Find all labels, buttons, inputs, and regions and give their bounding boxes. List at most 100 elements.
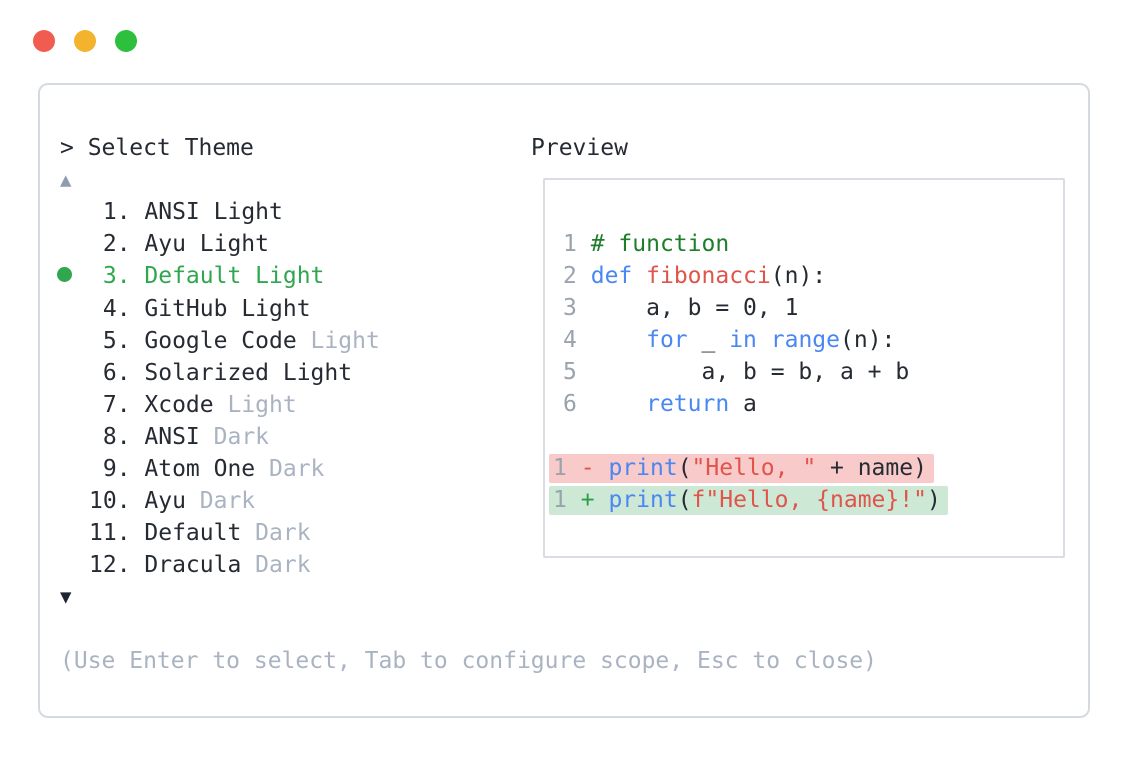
theme-item-variant: Dark — [241, 551, 311, 578]
code-token: ) — [926, 487, 941, 513]
code-token — [591, 391, 646, 417]
theme-item-variant: Dark — [241, 519, 311, 546]
code-token: f"Hello, {name}!" — [691, 487, 927, 513]
code-token: "Hello, " — [691, 455, 817, 481]
code-token: _ — [687, 327, 730, 353]
maximize-button[interactable] — [115, 30, 137, 52]
theme-item-name: Default — [130, 263, 242, 289]
code-token: + name) — [816, 455, 927, 481]
window-controls — [33, 30, 137, 52]
theme-item-number: 5. — [89, 327, 131, 354]
line-number: 5 — [563, 359, 577, 385]
code-line: 5 a, b = b, a + b — [563, 356, 1063, 388]
theme-item-name: Xcode — [130, 391, 214, 418]
code-token — [757, 327, 771, 353]
theme-item[interactable]: 12. Dracula Dark — [54, 549, 530, 581]
blank-line — [563, 420, 1063, 452]
theme-item-variant: Light — [185, 231, 270, 257]
preview-label: Preview — [531, 135, 628, 161]
theme-item[interactable]: 3. Default Light — [54, 260, 530, 293]
line-number: 6 — [563, 391, 577, 417]
theme-item-number: 11. — [89, 519, 131, 546]
code-token — [632, 263, 646, 289]
theme-item[interactable]: 2. Ayu Light — [54, 228, 530, 260]
line-number: 1 — [563, 231, 577, 257]
code-token: in — [729, 327, 757, 353]
theme-item-number: 1. — [89, 199, 131, 225]
theme-item-number: 4. — [89, 295, 131, 322]
code-line: 4 for _ in range(n): — [563, 324, 1063, 356]
select-theme-prompt: > Select Theme — [60, 135, 254, 161]
keyboard-hint: (Use Enter to select, Tab to configure s… — [60, 647, 877, 674]
theme-item-variant: Light — [269, 359, 353, 386]
diff-row: 1 + print(f"Hello, {name}!") — [549, 484, 1063, 516]
theme-item-name: Atom One — [130, 455, 256, 482]
code-token: print — [608, 487, 678, 513]
theme-item-name: Ayu — [130, 231, 186, 257]
diff-removed-line: 1 - print("Hello, " + name) — [549, 454, 934, 483]
scroll-down-icon[interactable]: ▼ — [60, 585, 72, 608]
theme-list-section: > Select Theme ▲ 1. ANSI Light 2. Ayu Li… — [57, 132, 877, 677]
theme-item[interactable]: 4. GitHub Light — [54, 293, 530, 325]
code-token: a — [729, 391, 757, 417]
code-token: return — [646, 391, 730, 417]
code-token: a, b = 0, 1 — [590, 295, 799, 321]
code-line: 2 def fibonacci(n): — [563, 260, 1063, 292]
theme-item-name: Google Code — [130, 327, 297, 354]
minimize-button[interactable] — [74, 30, 96, 52]
code-token: range — [770, 327, 841, 353]
diff-row: 1 - print("Hello, " + name) — [549, 452, 1063, 484]
theme-item-name: ANSI — [130, 423, 200, 450]
theme-item[interactable]: 7. Xcode Light — [54, 389, 530, 421]
code-token: print — [608, 455, 678, 481]
code-token: (n): — [840, 327, 896, 353]
theme-item[interactable]: 5. Google Code Light — [54, 325, 530, 357]
code-token: (n): — [770, 263, 827, 289]
close-button[interactable] — [33, 30, 55, 52]
theme-item-variant: Dark — [185, 487, 256, 514]
theme-item-variant: Light — [213, 391, 297, 418]
selected-dot — [57, 266, 72, 282]
code-line: 6 return a — [563, 388, 1063, 420]
theme-item-variant: Light — [241, 263, 325, 289]
line-number: 1 — [553, 455, 567, 481]
diff-added-line: 1 + print(f"Hello, {name}!") — [549, 486, 948, 515]
selection-dot-slot — [54, 261, 89, 293]
code-token: a, b = b, a + b — [590, 359, 910, 385]
code-token — [591, 327, 646, 353]
theme-item[interactable]: 11. Default Dark — [54, 517, 530, 549]
theme-item-name: GitHub — [130, 295, 228, 322]
theme-list: 1. ANSI Light 2. Ayu Light 3. Default Li… — [54, 196, 530, 581]
code-token: ( — [677, 455, 692, 481]
code-token: fibonacci — [646, 263, 771, 289]
theme-item[interactable]: 1. ANSI Light — [54, 196, 530, 228]
line-number: 4 — [563, 327, 577, 353]
theme-item-variant: Dark — [255, 455, 325, 482]
theme-item[interactable]: 6. Solarized Light — [54, 357, 530, 389]
theme-item-name: Ayu — [130, 487, 186, 514]
theme-item-name: ANSI — [130, 199, 200, 225]
theme-item[interactable]: 9. Atom One Dark — [54, 453, 530, 485]
scroll-up-icon[interactable]: ▲ — [60, 169, 72, 191]
code-token: ( — [677, 487, 692, 513]
line-number: 3 — [563, 295, 577, 321]
theme-item-name: Dracula — [130, 551, 242, 578]
code-line: 3 a, b = 0, 1 — [563, 292, 1063, 324]
theme-item-number: 9. — [89, 455, 131, 482]
theme-item-number: 10. — [89, 487, 131, 514]
theme-item-variant: Dark — [199, 423, 270, 450]
code-token: for — [646, 327, 688, 353]
theme-item-number: 6. — [89, 359, 131, 386]
theme-item-variant: Light — [296, 327, 380, 354]
theme-selector-panel: > Select Theme ▲ 1. ANSI Light 2. Ayu Li… — [38, 83, 1090, 718]
theme-item-number: 8. — [89, 423, 131, 450]
theme-item-number: 2. — [89, 231, 131, 257]
line-number: 2 — [563, 263, 577, 289]
theme-item-number: 7. — [89, 391, 131, 418]
theme-item[interactable]: 10. Ayu Dark — [54, 485, 530, 517]
code-token: # function — [590, 231, 730, 257]
line-number: 1 — [553, 487, 567, 513]
theme-item[interactable]: 8. ANSI Dark — [54, 421, 530, 453]
